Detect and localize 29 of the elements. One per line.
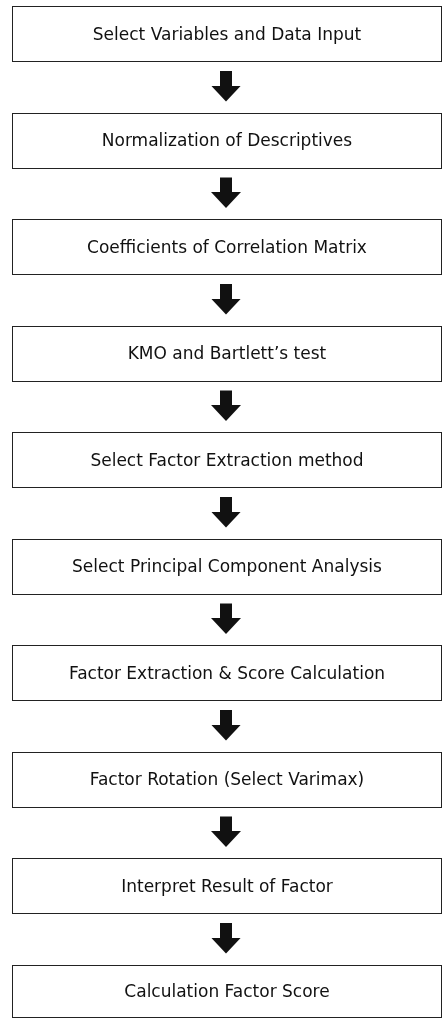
down-arrow [211,710,241,741]
step-label: Factor Extraction & Score Calculation [68,662,386,684]
step-label: Coefficients of Correlation Matrix [87,236,367,258]
process-box [12,964,442,1018]
process-box [12,219,442,275]
down-arrow [211,284,241,315]
down-arrow [211,71,241,102]
step-label: Select Principal Component Analysis [72,556,382,577]
down-arrow [211,177,241,208]
process-box [12,858,442,914]
down-arrow [211,497,241,528]
step-label: Calculation Factor Score [124,980,330,1002]
step-label: KMO and Bartlett’s test [127,343,327,364]
process-box [12,432,442,488]
process-box [12,538,442,595]
step-label: Select Variables and Data Input [92,23,362,45]
step-label: Select Factor Extraction method [90,449,364,471]
down-arrow [211,390,241,421]
down-arrow [211,603,241,634]
process-box [12,6,442,62]
process-box [12,325,442,382]
step-label: Factor Rotation (Select Varimax) [89,769,365,790]
down-arrow [211,816,241,847]
process-box [12,112,442,169]
step-label: Normalization of Descriptives [101,130,353,151]
down-arrow [211,923,241,954]
step-label: Interpret Result of Factor [121,875,333,897]
process-box [12,645,442,701]
process-box [12,751,442,808]
